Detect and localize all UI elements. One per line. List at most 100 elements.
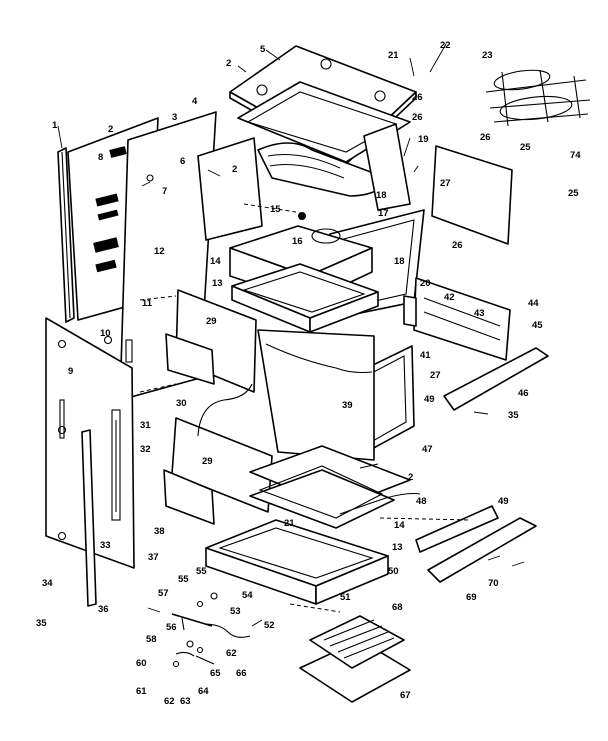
callout-66: 66	[236, 668, 247, 679]
vertical-trim	[81, 429, 97, 607]
callout-62-right: 62	[226, 648, 237, 659]
callout-52: 52	[264, 620, 275, 631]
callout-43: 43	[474, 308, 485, 319]
callout-58: 58	[146, 634, 157, 645]
callout-46: 46	[518, 388, 529, 399]
oven-bottom	[249, 445, 421, 529]
callout-64: 64	[198, 686, 209, 697]
callout-19: 19	[418, 134, 429, 145]
callout-69: 69	[466, 592, 477, 603]
callout-49-lower: 49	[498, 496, 509, 507]
callout-67: 67	[400, 690, 411, 701]
valve-hardware	[171, 592, 251, 668]
callout-37: 37	[148, 552, 159, 563]
callout-35-left: 35	[36, 618, 47, 629]
insulation-panel-lower	[163, 417, 273, 525]
insulation-panel-upper	[165, 289, 257, 393]
callout-26-right: 26	[480, 132, 491, 143]
callout-7: 7	[162, 186, 167, 197]
wire-lead	[197, 383, 253, 437]
right-bracket	[403, 277, 511, 361]
callout-12: 12	[154, 246, 165, 257]
callout-57: 57	[158, 588, 169, 599]
parts-drawing	[45, 45, 591, 703]
callout-28: 26	[452, 240, 463, 251]
callout-47: 47	[422, 444, 433, 455]
callout-27-upper: 27	[440, 178, 451, 189]
callout-61: 61	[136, 686, 147, 697]
callout-8: 8	[98, 152, 103, 163]
callout-70: 70	[488, 578, 499, 589]
callout-17: 17	[378, 208, 389, 219]
callout-26-top: 26	[412, 112, 423, 123]
callout-11: 11	[142, 298, 153, 309]
callout-55-right: 55	[196, 566, 207, 577]
oven-rack	[485, 69, 591, 127]
callout-21: 21	[388, 50, 399, 61]
callout-32: 32	[140, 444, 151, 455]
callout-41: 41	[420, 350, 431, 361]
leader-lines	[57, 43, 525, 627]
side-trim-strip	[57, 147, 75, 323]
callout-4: 4	[192, 96, 198, 107]
callout-74: 74	[570, 150, 581, 161]
kick-plate	[415, 505, 537, 583]
callout-6: 6	[180, 156, 185, 167]
callout-54: 54	[242, 590, 253, 601]
callout-42: 42	[444, 292, 455, 303]
callout-2-top: 2	[226, 58, 231, 69]
callout-13-lower: 13	[392, 542, 403, 553]
callout-1: 1	[52, 120, 58, 131]
center-rear-panel	[257, 329, 375, 461]
callout-50: 50	[388, 566, 399, 577]
callout-21-lower: 21	[284, 518, 295, 529]
callout-2-lower: 2	[408, 472, 413, 483]
callout-65: 65	[210, 668, 221, 679]
callout-2-mid: 2	[232, 164, 237, 175]
callout-25-top: 25	[520, 142, 531, 153]
callout-25-right: 25	[568, 188, 579, 199]
callout-49-upper: 49	[424, 394, 435, 405]
callout-5: 5	[260, 44, 266, 55]
right-rail	[443, 347, 549, 411]
callout-14-upper: 14	[210, 256, 221, 267]
callout-36: 36	[98, 604, 109, 615]
callout-56: 56	[166, 622, 177, 633]
callout-68: 68	[392, 602, 403, 613]
callout-62-bottom: 62	[164, 696, 175, 707]
right-side-panel	[431, 145, 513, 245]
broiler-pan	[299, 615, 411, 703]
callout-13-upper: 13	[212, 278, 223, 289]
callout-26-frame: 26	[412, 92, 423, 103]
callout-38: 38	[154, 526, 165, 537]
callout-29-upper: 29	[206, 316, 217, 327]
callout-35-right: 35	[508, 410, 519, 421]
callout-18-upper: 18	[376, 190, 387, 201]
callout-15: 15	[270, 204, 281, 215]
callout-18-lower: 18	[394, 256, 405, 267]
callout-48: 48	[416, 496, 427, 507]
callout-60: 60	[136, 658, 147, 669]
callout-14-lower: 14	[394, 520, 405, 531]
callout-63: 63	[180, 696, 191, 707]
callout-27-lower: 27	[430, 370, 441, 381]
callout-51: 51	[340, 592, 351, 603]
callout-labels: 1 2 3 4 2 5 21 22 23 26 26 25 74 25 19 8…	[36, 40, 581, 707]
callout-10: 10	[100, 328, 111, 339]
storage-drawer	[205, 519, 389, 605]
callout-16: 16	[292, 236, 303, 247]
callout-31: 31	[140, 420, 151, 431]
callout-45: 45	[532, 320, 543, 331]
callout-53: 53	[230, 606, 241, 617]
callout-34: 34	[42, 578, 53, 589]
callout-44: 44	[528, 298, 539, 309]
callout-30: 30	[176, 398, 187, 409]
callout-2: 2	[108, 124, 113, 135]
broiler-assembly	[231, 263, 379, 333]
callout-55-left: 55	[178, 574, 189, 585]
callout-3: 3	[172, 112, 177, 123]
callout-9: 9	[68, 366, 73, 377]
flue-duct	[197, 123, 411, 241]
callout-33: 33	[100, 540, 111, 551]
